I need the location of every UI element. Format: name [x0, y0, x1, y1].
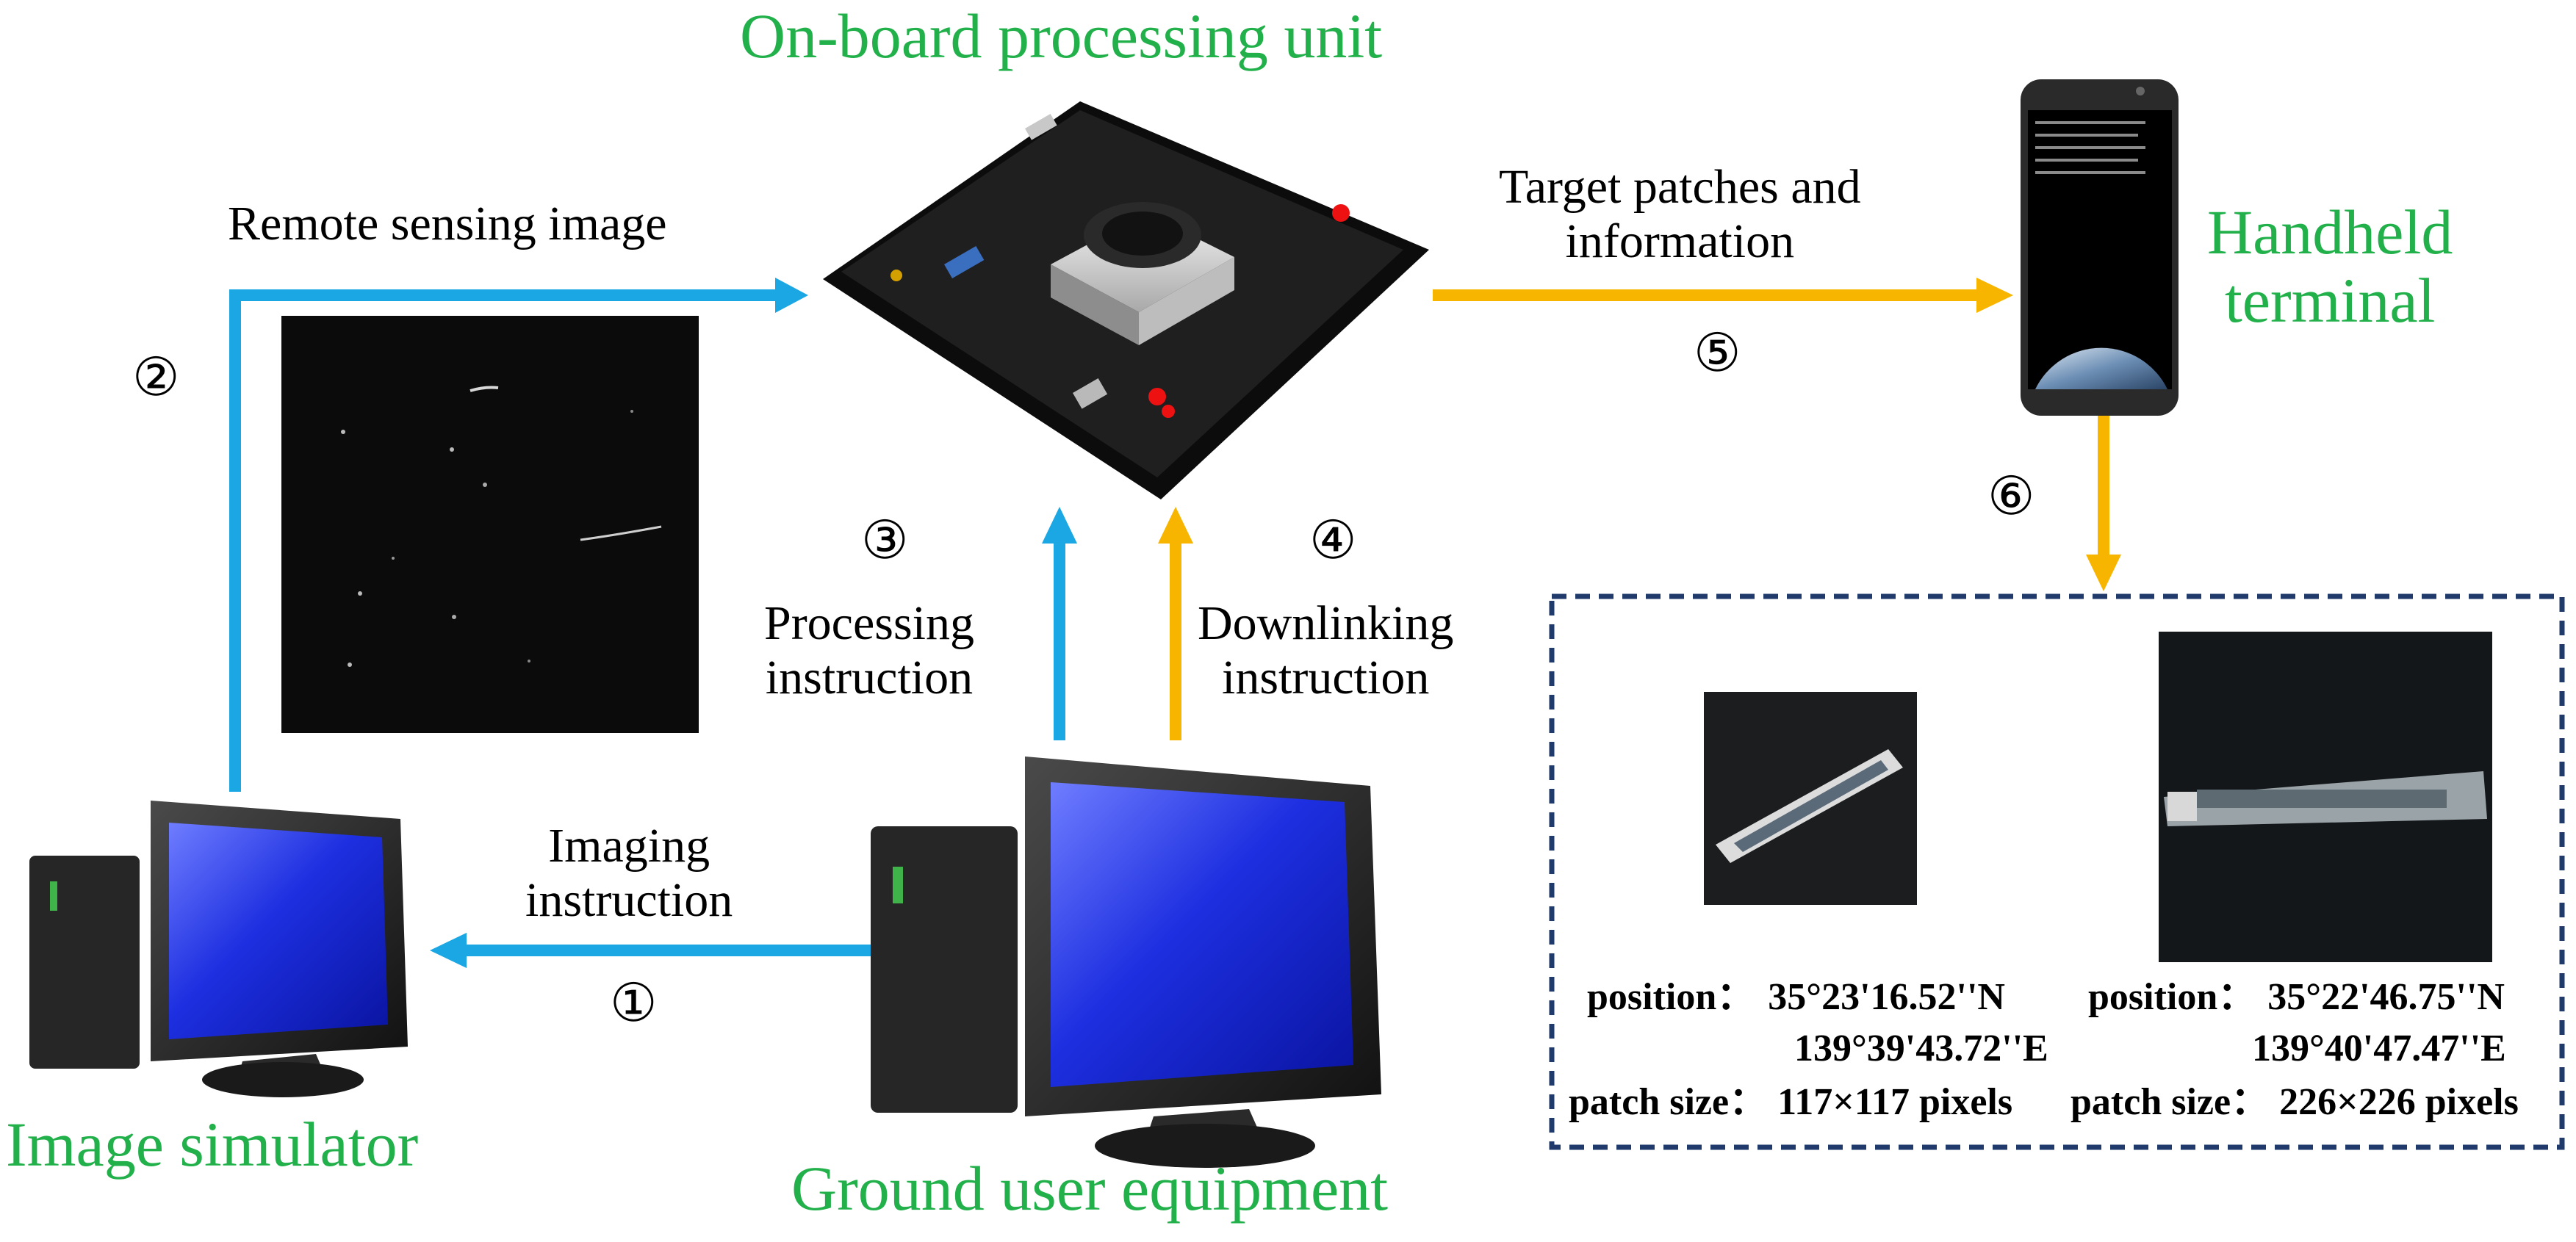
patches-box [1549, 593, 2565, 1150]
image-simulator-computer [29, 801, 408, 1097]
arrow-imaging-instruction [430, 933, 882, 968]
arrow-target-patches [1433, 278, 2013, 313]
patch2-size-label: patch size： [2070, 1081, 2270, 1123]
target-patches-line1: Target patches and [1499, 160, 1861, 214]
patch1-position-label: position： [1587, 976, 1755, 1018]
handheld-title: Handheld terminal [2207, 198, 2453, 335]
onboard-title: On-board processing unit [740, 1, 1383, 71]
step-3: ③ [861, 511, 909, 570]
downlinking-label: Downlinking instruction [1198, 596, 1453, 705]
imaging-label: Imaging instruction [525, 819, 733, 928]
arrow-imaging-to-onboard [229, 278, 808, 792]
patch2-size-value: 226×226 pixels [2279, 1081, 2519, 1123]
step-5: ⑤ [1694, 324, 1741, 383]
processing-line1: Processing [764, 596, 974, 650]
patch2-position-label: position： [2088, 976, 2256, 1018]
patch1-lat: 35°23'16.52''N [1768, 976, 2005, 1018]
arrow-processing-instruction [1042, 507, 1077, 740]
patch1-size-label: patch size： [1569, 1081, 1768, 1123]
patch1-size-value: 117×117 pixels [1777, 1081, 2013, 1123]
patch1-lon: 139°39'43.72''E [1794, 1028, 2048, 1069]
imaging-line2: instruction [525, 873, 733, 927]
patch1-position: position： 35°23'16.52''N [1587, 978, 2005, 1017]
handheld-phone-image [2021, 79, 2179, 416]
step-4: ④ [1309, 511, 1357, 570]
step-6: ⑥ [1987, 467, 2035, 526]
step-1: ① [610, 974, 658, 1033]
imaging-line1: Imaging [548, 819, 710, 873]
downlinking-line1: Downlinking [1198, 596, 1454, 650]
remote-sensing-image [281, 316, 699, 733]
patch2-size: patch size：226×226 pixels [2070, 1083, 2519, 1122]
handheld-line2: terminal [2224, 264, 2436, 336]
downlinking-line2: instruction [1222, 650, 1430, 704]
patch2-position: position： 35°22'46.75''N [2088, 978, 2505, 1017]
processing-label: Processing instruction [764, 596, 974, 705]
ground-user-title: Ground user equipment [791, 1153, 1389, 1224]
processing-line2: instruction [765, 650, 974, 704]
arrow-downlinking-instruction [1158, 507, 1193, 740]
step-2: ② [132, 348, 180, 407]
ground-user-computer [871, 757, 1381, 1168]
arrow-to-patches [2086, 415, 2121, 591]
target-patches-label: Target patches and information [1499, 160, 1861, 269]
onboard-board-image [823, 101, 1429, 499]
patch2-lon: 139°40'47.47''E [2252, 1028, 2506, 1069]
image-simulator-title: Image simulator [6, 1109, 419, 1180]
handheld-line1: Handheld [2207, 197, 2453, 267]
patch2-lat: 35°22'46.75''N [2267, 976, 2505, 1018]
patch-image-1 [1704, 692, 1917, 905]
patch1-size: patch size：117×117 pixels [1569, 1083, 2012, 1122]
remote-sensing-label: Remote sensing image [228, 197, 667, 250]
patch-image-2 [2159, 632, 2492, 962]
target-patches-line2: information [1565, 214, 1795, 268]
